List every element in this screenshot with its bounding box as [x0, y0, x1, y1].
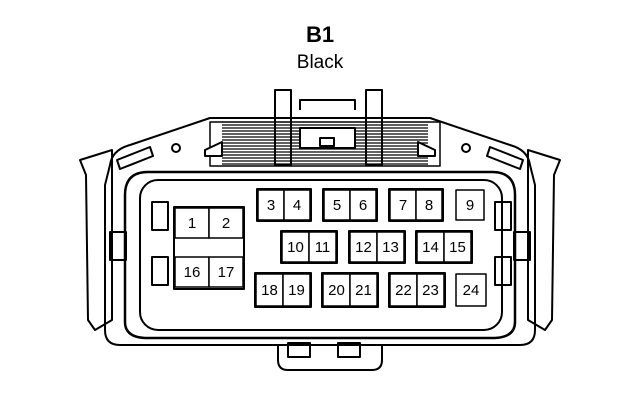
- pin-20: 20: [322, 273, 351, 307]
- pin-number: 8: [425, 197, 433, 214]
- connector-housing: [79, 117, 561, 346]
- bottom-tab: [277, 342, 383, 371]
- pin-10: 10: [281, 231, 310, 263]
- pin-number: 4: [293, 197, 301, 214]
- pin-number: 1: [188, 215, 196, 232]
- pin-19: 19: [282, 273, 311, 307]
- pin-number: 23: [422, 282, 439, 299]
- pin-cell: [455, 189, 485, 221]
- pin-number: 7: [399, 197, 407, 214]
- pin-number: 11: [315, 239, 331, 256]
- pin-number: 18: [261, 282, 278, 299]
- pin-cell: [376, 231, 405, 263]
- pin-cell: [281, 231, 310, 263]
- pin-11: 11: [308, 231, 337, 263]
- pin-number: 16: [184, 264, 201, 281]
- pin-cavity: [123, 170, 517, 340]
- pin-number: 9: [466, 197, 474, 214]
- pin-group-outline: [415, 230, 473, 264]
- pin-cell: [415, 189, 443, 221]
- pin-cell: [416, 273, 445, 307]
- pin-group-outline: [280, 230, 338, 264]
- pin-cell: [349, 189, 377, 221]
- pin-12: 12: [349, 231, 378, 263]
- pin-cell: [208, 207, 244, 239]
- pin-21: 21: [349, 273, 378, 307]
- pin-1: 1: [174, 207, 210, 239]
- pin-group-outline: [348, 230, 406, 264]
- pin-6: 6: [349, 189, 377, 221]
- pin-number: 2: [222, 215, 230, 232]
- pin-14: 14: [416, 231, 445, 263]
- pin-4: 4: [283, 189, 311, 221]
- pin-16: 16: [174, 256, 210, 288]
- pin-3: 3: [257, 189, 285, 221]
- connector-color-label: Black: [296, 52, 344, 73]
- pin-number: 21: [355, 282, 372, 299]
- pin-group-outline: [322, 188, 378, 222]
- pin-number: 24: [463, 282, 480, 299]
- pin-number: 19: [288, 282, 305, 299]
- pin-9: 9: [455, 189, 485, 221]
- pin-number: 14: [422, 239, 439, 256]
- pin-8: 8: [415, 189, 443, 221]
- pin-number: 15: [449, 239, 466, 256]
- pin-22: 22: [389, 273, 418, 307]
- pin-group-outline: [388, 272, 446, 308]
- pin-number: 20: [328, 282, 345, 299]
- pin-24: 24: [455, 273, 487, 307]
- pin-cell: [455, 273, 487, 307]
- pin-number: 3: [267, 197, 275, 214]
- pin-number: 12: [355, 239, 372, 256]
- pin-cell: [308, 231, 337, 263]
- pin-2: 2: [208, 207, 244, 239]
- pin-groups: [173, 188, 473, 308]
- pin-cell: [283, 189, 311, 221]
- pin-23: 23: [416, 273, 445, 307]
- pin-cell: [174, 256, 210, 288]
- pin-cell: [443, 231, 472, 263]
- connector-id: B1: [305, 22, 335, 47]
- pin-group-outline: [256, 188, 312, 222]
- locking-latch: [204, 89, 441, 167]
- pin-13: 13: [376, 231, 405, 263]
- pin-15: 15: [443, 231, 472, 263]
- pin-number: 17: [218, 264, 235, 281]
- pin-cell: [389, 189, 417, 221]
- pin-number: 5: [333, 197, 341, 214]
- pin-group-outline: [321, 272, 379, 308]
- pin-number: 22: [395, 282, 412, 299]
- pin-cell: [349, 273, 378, 307]
- pin-number: 13: [382, 239, 399, 256]
- pin-group-outline: [173, 206, 245, 290]
- pin-number: 6: [359, 197, 367, 214]
- pin-cell: [282, 273, 311, 307]
- pin-number: 10: [287, 239, 304, 256]
- pin-cell: [208, 256, 244, 288]
- pin-group-outline: [388, 188, 444, 222]
- pin-group-outline: [254, 272, 312, 308]
- pin-18: 18: [255, 273, 284, 307]
- pin-17: 17: [208, 256, 244, 288]
- pin-cell: [389, 273, 418, 307]
- pin-5: 5: [323, 189, 351, 221]
- pin-7: 7: [389, 189, 417, 221]
